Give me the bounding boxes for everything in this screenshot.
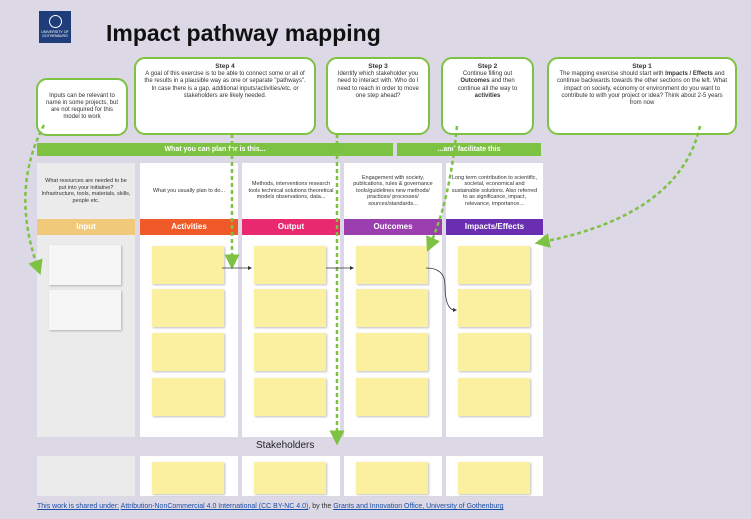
page-title: Impact pathway mapping [106,20,381,46]
step4-bubble: Step 4 A goal of this exercise is to be … [134,57,316,135]
stakeholders-label: Stakeholders [256,440,315,451]
dashed-arrow-inputs [24,124,46,276]
outcomes-description: Engagement with society, publications, r… [353,174,433,207]
activities-header: Activities [140,219,238,235]
inputs-note-text: Inputs can be relevant to name in some p… [45,92,119,121]
output-note[interactable] [254,246,326,284]
activity-note[interactable] [152,289,224,327]
impact-note[interactable] [458,289,530,327]
license-link[interactable]: Attribution-NonCommercial 4.0 Internatio… [120,503,309,510]
output-header: Output [242,219,340,235]
step2-bubble: Step 2 Continue filling out Outcomes and… [441,57,534,135]
outcome-note[interactable] [356,378,428,416]
footer-prefix: This work is shared under: [37,503,120,510]
step1-text-pre: The mapping exercise should start with [559,71,664,78]
step1-text-post: and continue backwards towards the other… [556,71,728,107]
outcomes-header: Outcomes [344,219,442,235]
input-description: What resources are needed to be put into… [41,178,131,204]
impact-note[interactable] [458,246,530,284]
step3-text: Identify which stakeholder you need to i… [337,71,419,99]
step1-bubble: Step 1 The mapping exercise should start… [547,57,737,135]
outcome-note[interactable] [356,289,428,327]
output-note[interactable] [254,378,326,416]
seal-icon [48,15,62,28]
outcome-note[interactable] [356,246,428,284]
flow-arrow-3 [425,267,457,312]
output-description: Methods, interventions research tools te… [248,181,334,201]
step4-title: Step 4 [215,63,235,70]
step1-bold-impacts: Impacts / Effects [665,71,713,78]
step3-title: Step 3 [368,63,388,70]
stakeholder-note[interactable] [356,462,428,494]
license-footer: This work is shared under: Attribution-N… [37,503,504,510]
stakeholder-note[interactable] [254,462,326,494]
impacts-description: Long term contribution to scientific, so… [451,174,538,207]
step2-bold-activities: activities [474,92,501,99]
dashed-arrow-step2 [426,125,459,252]
step2-title: Step 2 [477,63,498,70]
step2-text-mid: and then continue all the way to [457,78,518,92]
input-note[interactable] [49,290,121,330]
activity-note[interactable] [152,378,224,416]
impact-note[interactable] [458,333,530,371]
step4-text: A goal of this exercise is to be able to… [144,71,306,99]
facilitate-bar: ...and facilitate this [397,143,541,156]
footer-mid: , by the [308,503,332,510]
stakeholders-input-cell [37,456,135,496]
step2-text-pre: Continue filling out [462,71,513,78]
output-note[interactable] [254,289,326,327]
step3-bubble: Step 3 Identify which stakeholder you ne… [326,57,430,135]
stakeholder-note[interactable] [152,462,224,494]
output-note[interactable] [254,333,326,371]
logo-text: UNIVERSITY OF GOTHENBURG [41,30,69,38]
input-header: Input [37,219,135,235]
university-logo: UNIVERSITY OF GOTHENBURG [39,11,71,43]
step1-title: Step 1 [632,63,652,70]
plan-bar: What you can plan for is this... [37,143,393,156]
outcome-note[interactable] [356,333,428,371]
input-note[interactable] [49,245,121,285]
organisation-link[interactable]: Grants and Innovation Office, University… [333,503,504,510]
activity-note[interactable] [152,246,224,284]
stakeholder-note[interactable] [458,462,530,494]
impacts-header: Impacts/Effects [446,219,543,235]
dashed-arrow-step1 [534,125,702,248]
step2-bold-outcomes: Outcomes [460,78,490,85]
activities-description: What you usually plan to do... [152,187,226,194]
activity-note[interactable] [152,333,224,371]
impact-note[interactable] [458,378,530,416]
inputs-note-bubble: Inputs can be relevant to name in some p… [36,78,128,136]
